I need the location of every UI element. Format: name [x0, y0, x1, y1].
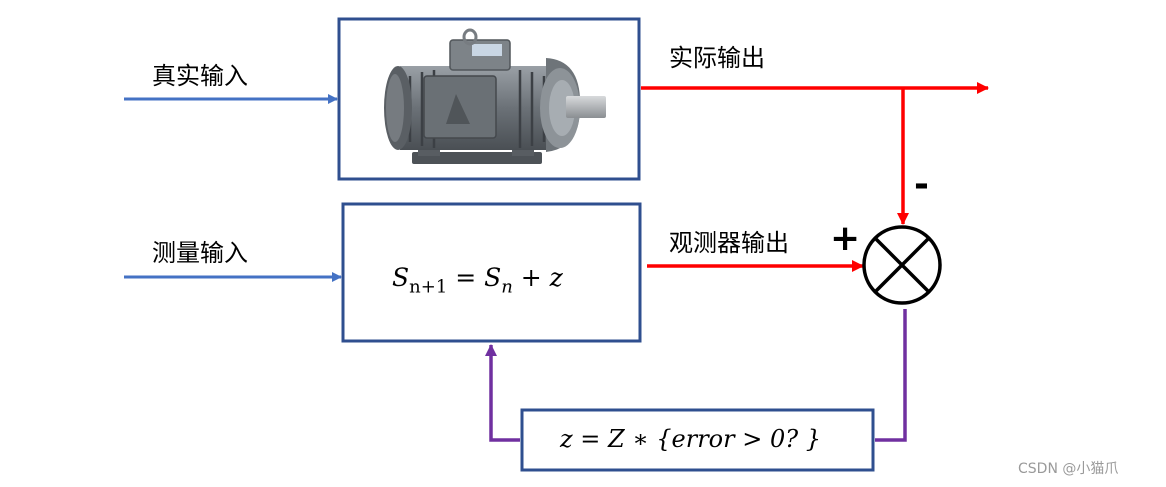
correction-feedback-arrow	[485, 344, 520, 442]
equation-subscript-current: n	[501, 276, 513, 298]
measured-input-label: 测量输入	[152, 239, 248, 267]
actual-output-label: 实际输出	[669, 44, 765, 72]
equation-equals-state: = S	[447, 263, 502, 292]
equation-tail: + z	[512, 263, 563, 292]
correction-equation: z = Z ∗ {error > 0? }	[560, 425, 821, 453]
true-input-label: 真实输入	[152, 62, 248, 90]
csdn-watermark: CSDN @小猫爪	[1018, 461, 1119, 477]
electric-motor-image	[384, 28, 606, 164]
equation-subscript-next: n+1	[409, 276, 448, 298]
comparator-icon	[862, 225, 942, 305]
plus-sign: +	[830, 218, 861, 259]
error-feedback-line	[875, 309, 907, 442]
observer-block	[341, 202, 642, 343]
equation-state-symbol: S	[392, 263, 410, 292]
observer-equation: Sn+1 = Sn + z	[392, 263, 563, 297]
observer-output-label: 观测器输出	[669, 229, 789, 257]
correction-block	[520, 408, 875, 472]
minus-sign: -	[914, 164, 929, 205]
